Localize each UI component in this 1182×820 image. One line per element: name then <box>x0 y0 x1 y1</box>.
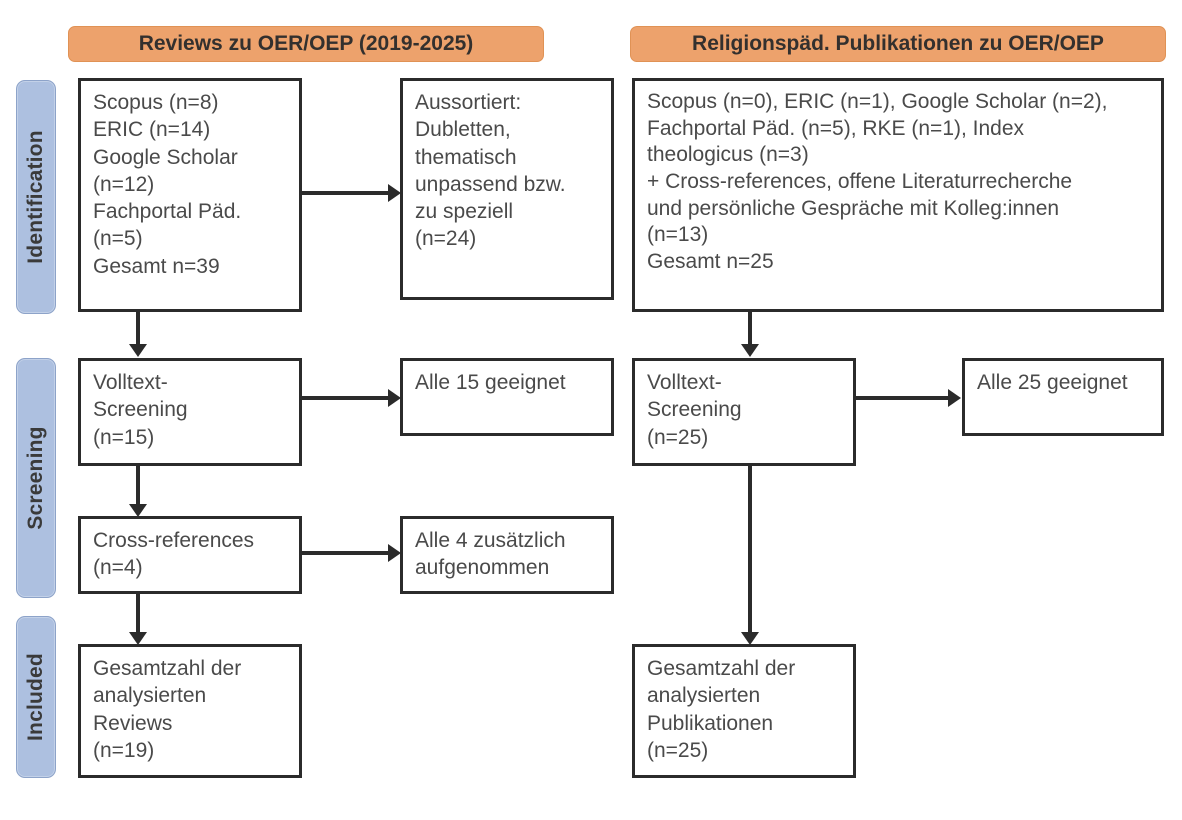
box-right-included: Gesamtzahl der analysierten Publikatione… <box>632 644 856 778</box>
arrowhead-left-screening-to-crossrefs <box>129 504 147 517</box>
phase-label-screening: Screening <box>24 426 47 530</box>
arrowhead-right-screening-to-result <box>948 389 961 407</box>
box-right-included-text: Gesamtzahl der analysierten Publikatione… <box>647 657 796 762</box>
connector-left-crossrefs-to-result <box>302 551 390 555</box>
column-header-left: Reviews zu OER/OEP (2019-2025) <box>68 26 544 62</box>
phase-bar-included: Included <box>16 616 56 778</box>
connector-right-screening-to-included <box>748 466 752 636</box>
arrowhead-left-crossrefs-to-result <box>388 544 401 562</box>
box-right-identification-text: Scopus (n=0), ERIC (n=1), Google Scholar… <box>647 90 1108 273</box>
box-left-crossrefs-result: Alle 4 zusätzlich aufgenommen <box>400 516 614 594</box>
connector-left-identification-to-excluded <box>302 191 390 195</box>
connector-left-screening-to-crossrefs <box>136 466 140 508</box>
connector-left-screening-to-result <box>302 396 390 400</box>
box-left-excluded-text: Aussortiert: Dubletten, thematisch unpas… <box>415 91 566 251</box>
connector-left-crossrefs-to-included <box>136 594 140 636</box>
box-left-crossrefs-text: Cross-references (n=4) <box>93 529 255 580</box>
box-left-identification: Scopus (n=8) ERIC (n=14) Google Scholar … <box>78 78 302 312</box>
column-header-left-text: Reviews zu OER/OEP (2019-2025) <box>138 32 474 55</box>
box-left-screening-text: Volltext- Screening (n=15) <box>93 371 188 449</box>
box-right-screening: Volltext- Screening (n=25) <box>632 358 856 466</box>
arrowhead-right-identification-to-screening <box>741 344 759 357</box>
arrowhead-left-identification-to-excluded <box>388 184 401 202</box>
connector-left-identification-to-screening <box>136 312 140 348</box>
box-left-excluded: Aussortiert: Dubletten, thematisch unpas… <box>400 78 614 300</box>
arrowhead-left-crossrefs-to-included <box>129 632 147 645</box>
box-right-identification: Scopus (n=0), ERIC (n=1), Google Scholar… <box>632 78 1164 312</box>
box-left-screening-result-text: Alle 15 geeignet <box>415 371 566 394</box>
connector-right-identification-to-screening <box>748 312 752 348</box>
box-left-included-text: Gesamtzahl der analysierten Reviews (n=1… <box>93 657 242 762</box>
connector-right-screening-to-result <box>856 396 950 400</box>
box-left-screening-result: Alle 15 geeignet <box>400 358 614 436</box>
phase-label-identification: Identification <box>24 130 47 264</box>
phase-bar-identification: Identification <box>16 80 56 314</box>
column-header-right-text: Religionspäd. Publikationen zu OER/OEP <box>692 32 1104 55</box>
box-left-identification-text: Scopus (n=8) ERIC (n=14) Google Scholar … <box>93 91 242 278</box>
arrowhead-right-screening-to-included <box>741 632 759 645</box>
box-right-screening-result-text: Alle 25 geeignet <box>977 371 1128 394</box>
box-right-screening-result: Alle 25 geeignet <box>962 358 1164 436</box>
phase-label-included: Included <box>24 653 47 741</box>
box-left-included: Gesamtzahl der analysierten Reviews (n=1… <box>78 644 302 778</box>
arrowhead-left-screening-to-result <box>388 389 401 407</box>
box-left-crossrefs-result-text: Alle 4 zusätzlich aufgenommen <box>415 529 566 580</box>
column-header-right: Religionspäd. Publikationen zu OER/OEP <box>630 26 1166 62</box>
arrowhead-left-identification-to-screening <box>129 344 147 357</box>
box-left-crossrefs: Cross-references (n=4) <box>78 516 302 594</box>
box-right-screening-text: Volltext- Screening (n=25) <box>647 371 742 449</box>
phase-bar-screening: Screening <box>16 358 56 598</box>
box-left-screening: Volltext- Screening (n=15) <box>78 358 302 466</box>
